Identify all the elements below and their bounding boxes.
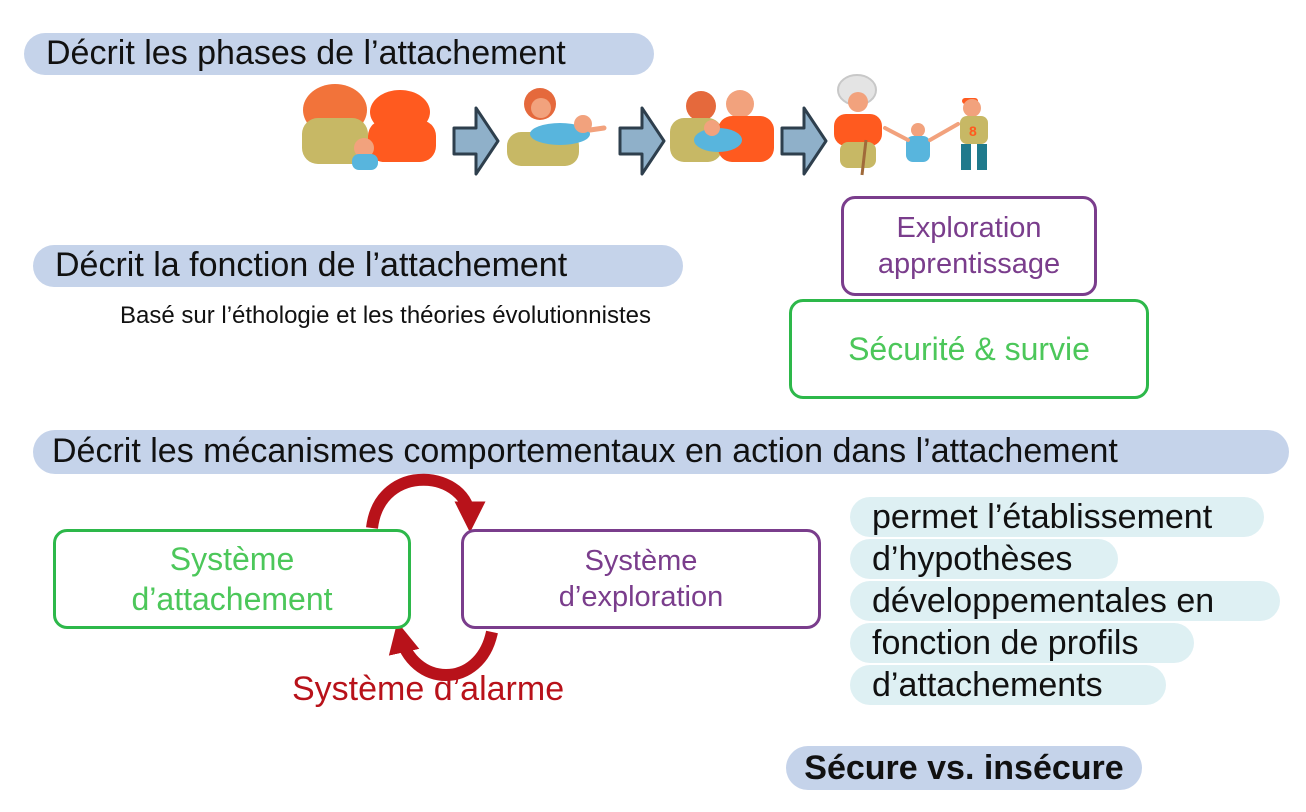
phase-arrow-1-icon	[452, 106, 500, 176]
exploration-system-box: Système d’exploration	[461, 529, 821, 629]
heading-secure-insecure-text: Sécure vs. insécure	[804, 749, 1124, 787]
exploration-system-line-2: d’exploration	[558, 581, 724, 613]
heading-secure-insecure: Sécure vs. insécure	[786, 746, 1142, 790]
exploration-learning-box: Exploration apprentissage	[841, 196, 1097, 296]
heading-mecanismes-text: Décrit les mécanismes comportementaux en…	[52, 432, 1118, 470]
exploration-system-line-1: Système	[584, 545, 698, 577]
family-with-toddler-icon	[670, 90, 774, 162]
attachment-system-line-2: d’attachement	[131, 581, 333, 617]
hypotheses-line-2: d’hypothèses	[850, 539, 1118, 579]
heading-mecanismes: Décrit les mécanismes comportementaux en…	[33, 430, 1289, 474]
hypotheses-line-4: fonction de profils	[850, 623, 1194, 663]
heading-fonction-text: Décrit la fonction de l’attachement	[55, 246, 568, 284]
phase-arrow-2-icon	[618, 106, 666, 176]
security-survival-box: Sécurité & survie	[789, 299, 1149, 399]
attachment-system-box: Système d’attachement	[53, 529, 411, 629]
hypotheses-line-3: développementales en	[850, 581, 1280, 621]
phase-arrow-3-icon	[780, 106, 828, 176]
heading-fonction: Décrit la fonction de l’attachement	[33, 245, 683, 287]
hypotheses-line-5: d’attachements	[850, 665, 1166, 705]
parent-lifting-baby-icon	[507, 88, 607, 166]
hypotheses-line-1: permet l’établissement	[850, 497, 1264, 537]
cycle-arrow-top-icon	[366, 473, 486, 533]
svg-text:8: 8	[969, 123, 977, 139]
parents-holding-baby-icon	[302, 84, 436, 170]
fonction-subtitle: Basé sur l’éthologie et les théories évo…	[120, 302, 651, 329]
heading-phases: Décrit les phases de l’attachement	[24, 33, 654, 75]
alarm-system-label: Système d’alarme	[292, 670, 565, 708]
cycle-arrow-bottom-icon	[388, 621, 498, 681]
grandparent-and-children-icon: 8	[834, 74, 988, 176]
security-survival-text: Sécurité & survie	[848, 330, 1090, 367]
attachment-system-line-1: Système	[169, 541, 295, 577]
exploration-learning-line-1: Exploration	[896, 212, 1042, 244]
heading-phases-text: Décrit les phases de l’attachement	[46, 34, 566, 72]
exploration-learning-line-2: apprentissage	[877, 248, 1061, 280]
phases-illustration-row: 8	[302, 74, 988, 176]
